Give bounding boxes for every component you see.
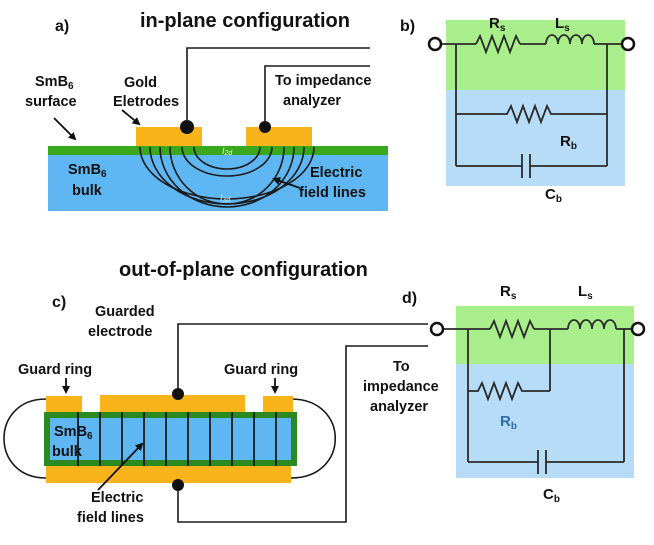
resistor-rb-b bbox=[456, 103, 607, 125]
guarded-electrode bbox=[100, 395, 245, 412]
analyzer-label-line1: To impedance bbox=[275, 73, 371, 89]
bulk-label-c-line2: bulk bbox=[52, 444, 83, 460]
panel-d-letter: d) bbox=[402, 290, 417, 307]
bulk-label-c-line1: SmB6 bbox=[54, 424, 93, 442]
panel-b-letter: b) bbox=[400, 18, 415, 35]
wire-top-to-analyzer bbox=[177, 323, 428, 388]
ls-label-d: Ls bbox=[578, 283, 593, 302]
cb-label-d: Cb bbox=[543, 486, 560, 505]
rs-label-d: Rs bbox=[500, 283, 517, 302]
panel-c-letter: c) bbox=[52, 294, 66, 311]
rb-label-b: Rb bbox=[560, 133, 577, 152]
field-label-line2: field lines bbox=[299, 185, 366, 201]
contact-dot-left bbox=[180, 120, 194, 134]
smb6-bulk-region bbox=[48, 154, 388, 211]
resistor-rb-d bbox=[468, 380, 550, 402]
field-line-5 bbox=[181, 146, 273, 177]
contact-dot-bottom-c bbox=[172, 479, 184, 491]
electrodes-label-line2: Eletrodes bbox=[113, 94, 179, 110]
wire-right-to-analyzer bbox=[264, 65, 370, 122]
terminal-d-left bbox=[429, 321, 445, 337]
smb6-sample-bulk bbox=[50, 418, 291, 460]
cb-label-b: Cb bbox=[545, 186, 562, 205]
resistor-rs-b bbox=[475, 33, 521, 55]
terminal-b-right bbox=[620, 36, 636, 52]
field-line-3 bbox=[149, 146, 305, 205]
surface-circuit-region bbox=[446, 20, 625, 90]
resistor-rs-d bbox=[489, 318, 535, 340]
panel-c-title: out-of-plane configuration bbox=[119, 259, 368, 281]
surface-label-line1: SmB6 bbox=[35, 74, 74, 92]
field-label-c-line2: field lines bbox=[77, 510, 144, 526]
electric-field-lines bbox=[139, 146, 315, 208]
smb6-surface-layer bbox=[48, 146, 388, 155]
analyzer-label-line2: analyzer bbox=[283, 93, 341, 109]
circuit-b-wires bbox=[441, 33, 622, 178]
surface-label-line2: surface bbox=[25, 94, 77, 110]
field-line-4 bbox=[139, 146, 315, 200]
analyzer-c-line1: To bbox=[393, 359, 410, 375]
i3d-label: I3d bbox=[220, 193, 231, 204]
field-loop-left bbox=[3, 398, 47, 479]
surface-arrow bbox=[53, 117, 77, 141]
panel-a-letter: a) bbox=[55, 18, 69, 35]
terminal-d-right bbox=[630, 321, 646, 337]
field-line-2 bbox=[159, 146, 295, 208]
field-loop-right bbox=[290, 398, 336, 479]
field-arrow-a bbox=[272, 177, 301, 189]
bulk-circuit-region-d bbox=[456, 364, 634, 478]
guard-ring-left bbox=[46, 396, 82, 412]
guard-ring-right-label: Guard ring bbox=[224, 362, 298, 378]
panel-c: out-of-plane configuration c) Guarded el… bbox=[3, 259, 439, 526]
gold-electrode-right bbox=[246, 127, 312, 146]
guard-ring-right bbox=[263, 396, 293, 412]
bulk-circuit-region bbox=[446, 90, 625, 186]
contact-dot-top-c bbox=[172, 388, 184, 400]
surface-circuit-region-d bbox=[456, 306, 634, 364]
field-line-6 bbox=[193, 146, 261, 170]
panel-a: a) in-plane configuration To impedance a… bbox=[25, 10, 388, 211]
contact-dot-right bbox=[259, 121, 271, 133]
panel-a-title: in-plane configuration bbox=[140, 10, 350, 32]
wire-left-to-analyzer bbox=[186, 47, 370, 122]
terminal-b-left bbox=[427, 36, 443, 52]
analyzer-c-line3: analyzer bbox=[370, 399, 428, 415]
i2d-label: I2d bbox=[222, 146, 233, 157]
inductor-ls-b bbox=[545, 34, 595, 45]
field-label-line1: Electric bbox=[310, 165, 362, 181]
analyzer-c-line2: impedance bbox=[363, 379, 439, 395]
circuit-d-wires bbox=[444, 318, 632, 474]
guard-ring-left-label: Guard ring bbox=[18, 362, 92, 378]
panel-b: b) Rs Ls Rb Cb bbox=[400, 15, 636, 205]
rs-label-b: Rs bbox=[489, 15, 506, 34]
guarded-label-line2: electrode bbox=[88, 324, 152, 340]
panel-d: d) Rs Ls Rb Cb bbox=[402, 283, 646, 505]
bottom-electrode bbox=[46, 466, 291, 483]
guarded-label-line1: Guarded bbox=[95, 304, 155, 320]
bulk-label-line1: SmB6 bbox=[68, 162, 107, 180]
bulk-label-line2: bulk bbox=[72, 183, 103, 199]
electrodes-arrow bbox=[121, 109, 141, 126]
field-label-c-line1: Electric bbox=[91, 490, 143, 506]
vertical-field-lines bbox=[77, 412, 277, 466]
ls-label-b: Ls bbox=[555, 15, 570, 34]
rb-label-d: Rb bbox=[500, 413, 517, 432]
wire-bottom-to-analyzer bbox=[177, 345, 428, 523]
inductor-ls-d bbox=[567, 319, 617, 330]
electrodes-label-line1: Gold bbox=[124, 75, 157, 91]
field-arrow-c bbox=[97, 442, 144, 491]
